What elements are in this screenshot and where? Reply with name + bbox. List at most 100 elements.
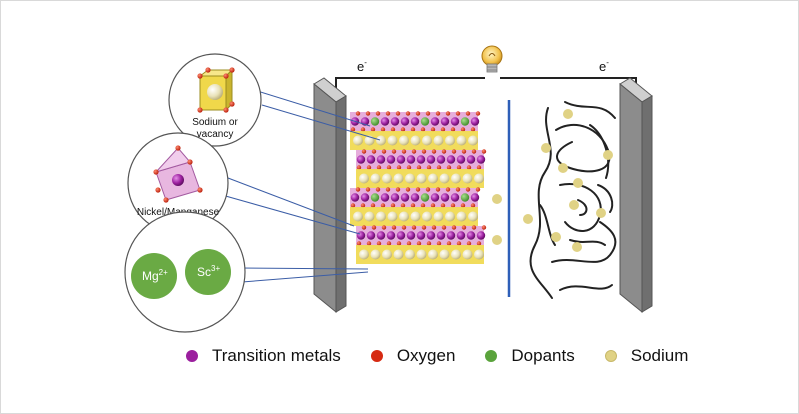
oxygen-atom [475,187,481,192]
oxygen-atom [446,165,452,170]
oxygen-atom [481,225,487,230]
transition-metal-atom [436,231,446,240]
sodium-atom [451,249,461,260]
sodium-atom [399,211,409,222]
sodium-atom [364,211,375,222]
oxygen-atom [426,165,432,170]
oxygen-atom [470,127,476,132]
light-bulb-icon [481,45,503,73]
cathode-current-collector [313,77,347,314]
oxygen-atom [355,187,361,192]
oxygen-atom [460,127,466,132]
oxygen-atom [365,111,371,116]
oxygen-atom [411,149,417,154]
oxygen-atom [481,149,487,154]
oxygen-atom [405,111,411,116]
sodium-atom [382,249,392,260]
transition-metal-atom [456,155,466,164]
dopant-atom [420,117,430,126]
sodium-ion [523,214,533,224]
sodium-atom [456,135,467,146]
transition-metal-atom [470,193,480,202]
sodium-ion [596,208,606,218]
dopant-dot-icon [485,350,498,362]
transition-metal-atom [380,193,390,202]
oxygen-atom [461,225,467,230]
oxygen-atom [450,127,456,132]
oxygen-atom [436,165,442,170]
oxygen-atom [441,149,447,154]
transition-metal-atom [406,155,416,164]
sodium-atom [428,249,438,260]
oxygen-atom [396,165,402,170]
sodium-ion [573,178,583,188]
transition-metal-atom [440,193,450,202]
sodium-atom [387,135,398,146]
oxygen-atom [371,149,377,154]
oxygen-atom [391,149,397,154]
oxygen-atom [431,149,437,154]
oxygen-atom [370,127,376,132]
circuit-wire [335,77,637,88]
transition-metal-atom [430,117,440,126]
oxygen-atom [470,203,476,208]
callout-nickel-manganese: Nickel/Manganese [127,132,229,234]
sodium-atom [433,211,444,222]
oxygen-atom [460,203,466,208]
transition-metal-atom [366,155,376,164]
sodium-atom [422,211,432,222]
oxygen-atom [396,241,402,246]
oxygen-atom [416,165,422,170]
transition-metal-atom [426,231,436,240]
sodium-atom [405,249,415,260]
sodium-dot-icon [604,350,617,362]
oxygen-atom [371,225,377,230]
oxygen-atom [415,111,421,116]
oxygen-atom [440,127,446,132]
sc-ion-label: Sc3+ [197,264,220,279]
sodium-atom [451,173,461,184]
sodium-atom [468,211,478,222]
oxygen-atom [450,203,456,208]
transition-metal-atom [446,231,456,240]
callout-dopants: Mg2+ Sc3+ [124,211,246,333]
sodium-atom [410,135,421,146]
oxygen-dot-icon [370,350,383,362]
oxygen-atom [381,225,387,230]
transition-metal-atom [416,231,426,240]
sodium-atom [474,249,484,260]
sodium-atom [428,173,438,184]
oxygen-atom [375,111,381,116]
oxygen-atom [366,165,372,170]
sodium-atom [416,173,427,184]
transition-metal-atom [470,117,480,126]
oxygen-atom [411,225,417,230]
oxygen-atom [466,241,472,246]
oxygen-atom [465,187,471,192]
electron-label-left: e- [357,58,367,74]
transition-metal-atom [466,231,476,240]
oxygen-atom [385,111,391,116]
transition-metal-atom [456,231,466,240]
oxygen-atom [440,203,446,208]
oxygen-atom [445,187,451,192]
legend-label: Sodium [630,346,689,365]
oxygen-atom [461,149,467,154]
oxygen-atom [376,241,382,246]
sodium-atom [445,211,455,222]
oxygen-atom [406,241,412,246]
transition-metal-atom [390,193,400,202]
oxygen-atom [401,225,407,230]
sodium-atom [405,173,415,184]
sodium-ion [603,150,613,160]
transition-metal-atom [450,117,460,126]
oxygen-atom [456,165,462,170]
sodium-atom [445,135,455,146]
sodium-atom [359,173,369,184]
transition-metal-atom [360,193,370,202]
transition-metal-atom [450,193,460,202]
transition-metal-atom [356,155,366,164]
oxygen-atom [431,225,437,230]
transition-metal-atom [426,155,436,164]
